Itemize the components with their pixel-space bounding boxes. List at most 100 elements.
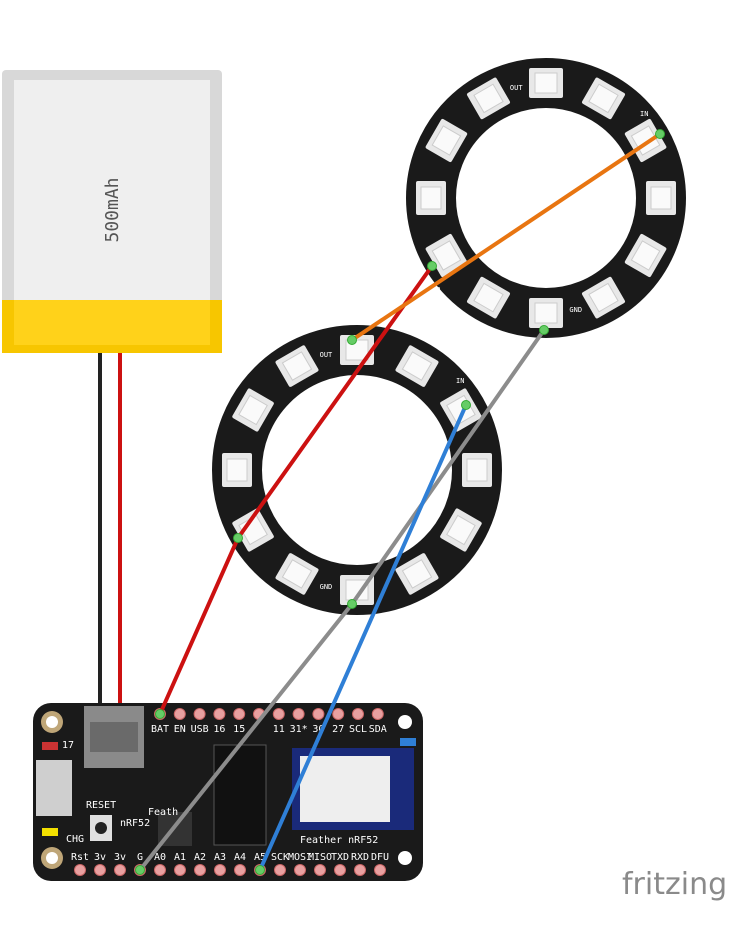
header-pin[interactable] [234,864,246,876]
ring-in-label: IN [456,377,464,385]
battery: 500mAh [2,70,222,353]
pin-label: SCL [349,724,367,735]
board-name-1: Feath [148,807,178,818]
header-pin[interactable] [294,864,306,876]
usb-port[interactable] [36,760,72,816]
pin-label: 27 [332,724,344,735]
neopixel-led [395,345,439,387]
neopixel-led [467,276,510,319]
neopixel-led [222,453,252,487]
pin-label: USB [191,724,209,735]
wire-endpoint[interactable] [461,400,471,410]
pin-label: A2 [194,852,206,863]
board-name-2: nRF52 [120,818,150,829]
neopixel-led [467,77,510,120]
header-pin[interactable] [274,864,286,876]
header-pin[interactable] [173,708,186,720]
pin-label: Rst [71,852,89,863]
header-pin[interactable] [332,708,345,720]
header-pin[interactable] [154,864,166,876]
header-pin[interactable] [174,864,186,876]
header-pin[interactable] [334,864,346,876]
chg-label: CHG [66,834,84,845]
wire-endpoint[interactable] [655,129,665,139]
neopixel-led [582,276,625,319]
neopixel-led [275,553,319,595]
led-label: 17 [62,740,74,751]
ring-out-label: OUT [320,351,333,359]
reset-label: RESET [86,800,116,811]
neopixel-led [440,508,482,552]
battery-label: 500mAh [102,177,123,242]
neopixel-led [232,388,274,432]
pin-label: MISO [308,852,332,863]
wire-endpoint[interactable] [135,865,145,875]
header-pin[interactable] [292,708,305,720]
header-pin[interactable] [213,708,226,720]
neopixel-led [440,388,482,432]
pin-label: DFU [371,852,389,863]
neopixel-led [416,181,446,215]
pin-label: 15 [233,724,245,735]
neopixel-led [232,508,274,552]
pin-label: EN [174,724,186,735]
ring-in-label: IN [640,110,648,118]
pin-label: A3 [214,852,226,863]
header-pin[interactable] [314,864,326,876]
wire-endpoint[interactable] [233,533,243,543]
pin-label: TXD [331,852,349,863]
wire-endpoint[interactable] [539,325,549,335]
pin-label: 31* [290,724,308,735]
wire-a5-to-ring2-in [258,403,468,872]
neopixel-led [340,335,374,365]
header-pin[interactable] [354,864,366,876]
fritzing-logo: fritzing [622,867,727,902]
pin-label: 11 [273,724,285,735]
feather-board: RESET CHG 17 Feath nRF52 Feather nRF52 B… [33,703,423,881]
mcu-chip [213,744,267,846]
neopixel-led [582,77,625,120]
ring-gnd-label: GND [569,306,582,314]
neopixel-led [624,234,667,277]
pin-label: SDA [369,724,387,735]
wire-endpoint[interactable] [155,709,165,719]
header-pin[interactable] [114,864,126,876]
neopixel-led [395,553,439,595]
board-name: Feather nRF52 [300,835,378,846]
header-pin[interactable] [371,708,384,720]
header-pin[interactable] [74,864,86,876]
pin-label: 30 [312,724,324,735]
pin-label: BAT [151,724,169,735]
pin-label: A0 [154,852,166,863]
neopixel-led [529,68,563,98]
header-pin[interactable] [94,864,106,876]
neopixel-led [462,453,492,487]
neopixel-ring-1: OUT GND PWR IN [406,58,686,338]
ring-out-label: OUT [510,84,523,92]
pin-label: 3v [114,852,126,863]
wire-endpoint[interactable] [347,599,357,609]
neopixel-led [529,298,563,328]
header-pin[interactable] [312,708,325,720]
wire-endpoint[interactable] [427,261,437,271]
pin-label: A1 [174,852,186,863]
neopixel-led [275,345,319,387]
header-pin[interactable] [272,708,285,720]
wire-ring2-out-to-ring1-in [350,132,662,342]
pin-label: A5 [254,852,266,863]
ring-gnd-label: GND [320,583,333,591]
header-pin[interactable] [194,864,206,876]
neopixel-led [425,119,468,162]
ring-pwr-label: PWR [428,286,441,294]
header-pin[interactable] [193,708,206,720]
header-pin[interactable] [233,708,246,720]
header-pin[interactable] [214,864,226,876]
header-pin[interactable] [352,708,364,720]
header-pin[interactable] [374,864,386,876]
pin-label: MOSI [288,852,312,863]
wire-endpoint[interactable] [347,335,357,345]
wire-endpoint[interactable] [255,865,265,875]
pin-label: 3v [94,852,106,863]
